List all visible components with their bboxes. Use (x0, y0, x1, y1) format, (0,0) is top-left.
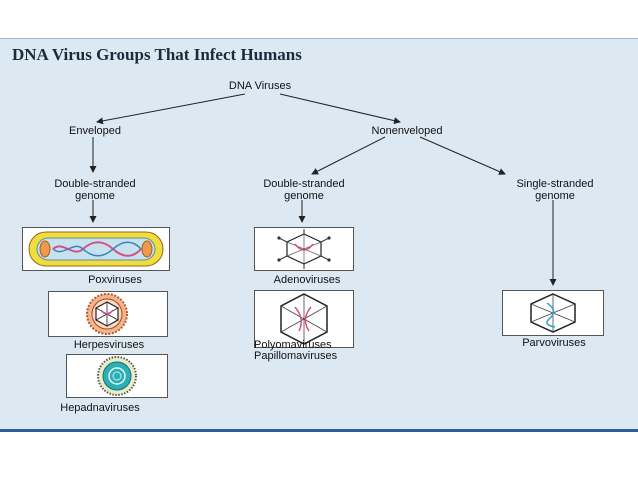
enveloped-label: Enveloped (69, 125, 121, 137)
arrow-nonenveloped-to-ss (419, 136, 506, 175)
polyomavirus-image (254, 290, 354, 348)
parvovirus-image (502, 290, 604, 336)
nonenveloped-label: Nonenveloped (371, 125, 443, 137)
hepadnaviruses-label: Hepadnaviruses (60, 402, 140, 414)
diagram-panel: DNA Virus Groups That Infect Humans DNA … (0, 38, 638, 432)
herpesvirus-icon (86, 293, 128, 335)
connector-lines (89, 93, 557, 286)
arrow-nonenveloped-to-ds (311, 136, 386, 175)
arrow-root-to-enveloped (96, 93, 246, 125)
parvovirus-icon (530, 293, 576, 333)
root-label: DNA Viruses (228, 80, 292, 92)
hepadnavirus-image (66, 354, 168, 398)
poxviruses-label: Poxviruses (88, 274, 142, 286)
adenovirus-image (254, 227, 354, 271)
polyomaviruses-label: Polyomaviruses (254, 339, 332, 351)
arrow-root-to-nonenveloped (279, 93, 401, 125)
poxvirus-icon (28, 231, 164, 267)
poxvirus-image (22, 227, 170, 271)
herpesviruses-label: Herpesviruses (73, 339, 145, 351)
herpesvirus-image (48, 291, 168, 337)
parvoviruses-label: Parvoviruses (522, 337, 586, 349)
hepadnavirus-icon (97, 356, 137, 396)
diagram-title: DNA Virus Groups That Infect Humans (12, 45, 302, 64)
polyomavirus-icon (280, 293, 328, 345)
papillomaviruses-label: Papillomaviruses (254, 350, 338, 362)
adenoviruses-label: Adenoviruses (273, 274, 341, 286)
adenovirus-icon (277, 229, 331, 269)
